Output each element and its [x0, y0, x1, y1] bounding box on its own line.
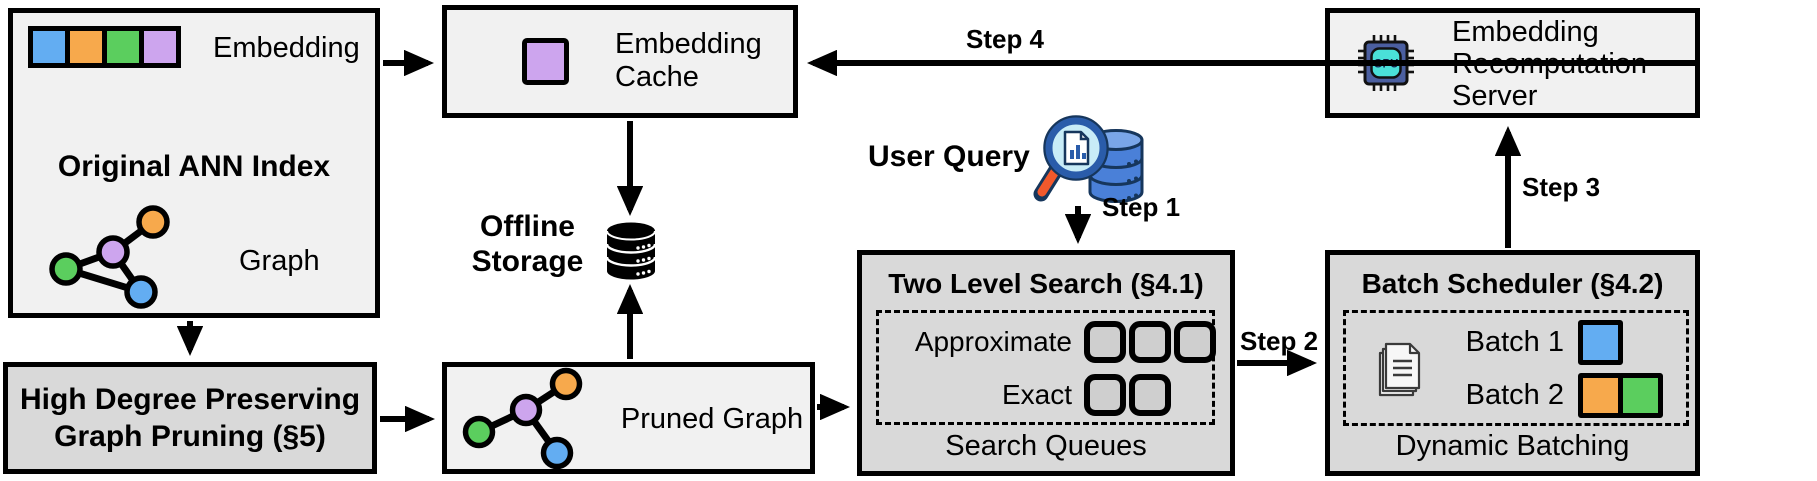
ann-index-box: Embedding Original ANN Index Graph [8, 8, 380, 318]
batch-color-square [1578, 372, 1623, 418]
two-level-search-box: Two Level Search (§4.1) Approximate Exac… [857, 250, 1235, 476]
batch-scheduler-title: Batch Scheduler (§4.2) [1361, 268, 1664, 299]
approximate-label: Approximate [914, 326, 1072, 357]
pruned-graph-box: Pruned Graph [442, 362, 815, 474]
exact-row: Exact [879, 371, 1212, 419]
embedding-cell [65, 26, 107, 68]
dynamic-batching-caption: Dynamic Batching [1395, 429, 1630, 462]
batch1-row: Batch 1 [1346, 318, 1686, 366]
embedding-cache-box: Embedding Cache [442, 5, 798, 118]
documents-icon [1378, 342, 1421, 397]
pruned-graph-icon [462, 367, 583, 470]
cached-embedding-icon [522, 38, 569, 85]
user-query-icon [1033, 115, 1144, 203]
gpu-chip-icon: GPU [1358, 35, 1414, 91]
two-level-search-title: Two Level Search (§4.1) [888, 268, 1204, 299]
ann-index-title: Original ANN Index [57, 150, 331, 183]
approximate-queues-icon [1084, 321, 1219, 363]
exact-label: Exact [1001, 379, 1072, 410]
batch-scheduler-box: Batch Scheduler (§4.2) Batch 1 [1325, 250, 1700, 476]
user-query-label: User Query [868, 140, 1030, 173]
embedding-label: Embedding [213, 32, 360, 64]
batch-color-square [1618, 372, 1663, 418]
embedding-cell [102, 26, 144, 68]
high-degree-pruning-label: High Degree Preserving Graph Pruning (§5… [19, 382, 361, 454]
search-queues-caption: Search Queues [945, 429, 1147, 462]
batch-color-square [1578, 319, 1623, 365]
approximate-row: Approximate [879, 318, 1216, 366]
batch2-row: Batch 2 [1346, 371, 1686, 419]
batch2-squares-icon [1578, 372, 1663, 418]
batch1-label: Batch 1 [1465, 325, 1564, 358]
queue-slot [1174, 321, 1216, 363]
queue-slot [1129, 374, 1171, 416]
dynamic-batching-panel: Batch 1 Batch 2 [1343, 310, 1689, 426]
queue-slot [1084, 374, 1126, 416]
offline-storage-database-icon [605, 222, 657, 280]
exact-queues-icon [1084, 374, 1174, 416]
queue-slot [1084, 321, 1126, 363]
offline-storage-label: Offline Storage [471, 210, 584, 278]
embedding-cell [139, 26, 181, 68]
step3-label: Step 3 [1522, 172, 1601, 202]
step4-label: Step 4 [965, 24, 1045, 54]
gpu-chip-text: GPU [1374, 59, 1399, 71]
server-label: Embedding Recomputation Server [1452, 16, 1648, 112]
batch2-label: Batch 2 [1465, 378, 1564, 411]
queue-slot [1129, 321, 1171, 363]
batch1-squares-icon [1578, 319, 1623, 365]
search-queues-panel: Approximate Exact [876, 310, 1216, 425]
embedding-cache-label: Embedding Cache [615, 28, 762, 94]
query-document-glyph [1063, 130, 1090, 166]
embedding-vector-icon [28, 26, 181, 68]
pruned-graph-label: Pruned Graph [620, 403, 804, 435]
embedding-cell [28, 26, 70, 68]
recomputation-server-box: GPU Embedding Recomputation Server [1325, 8, 1700, 118]
original-graph-icon [49, 205, 170, 309]
graph-label: Graph [239, 245, 320, 277]
high-degree-pruning-box: High Degree Preserving Graph Pruning (§5… [3, 362, 377, 474]
step2-label: Step 2 [1240, 326, 1319, 356]
step1-label: Step 1 [1102, 192, 1181, 222]
